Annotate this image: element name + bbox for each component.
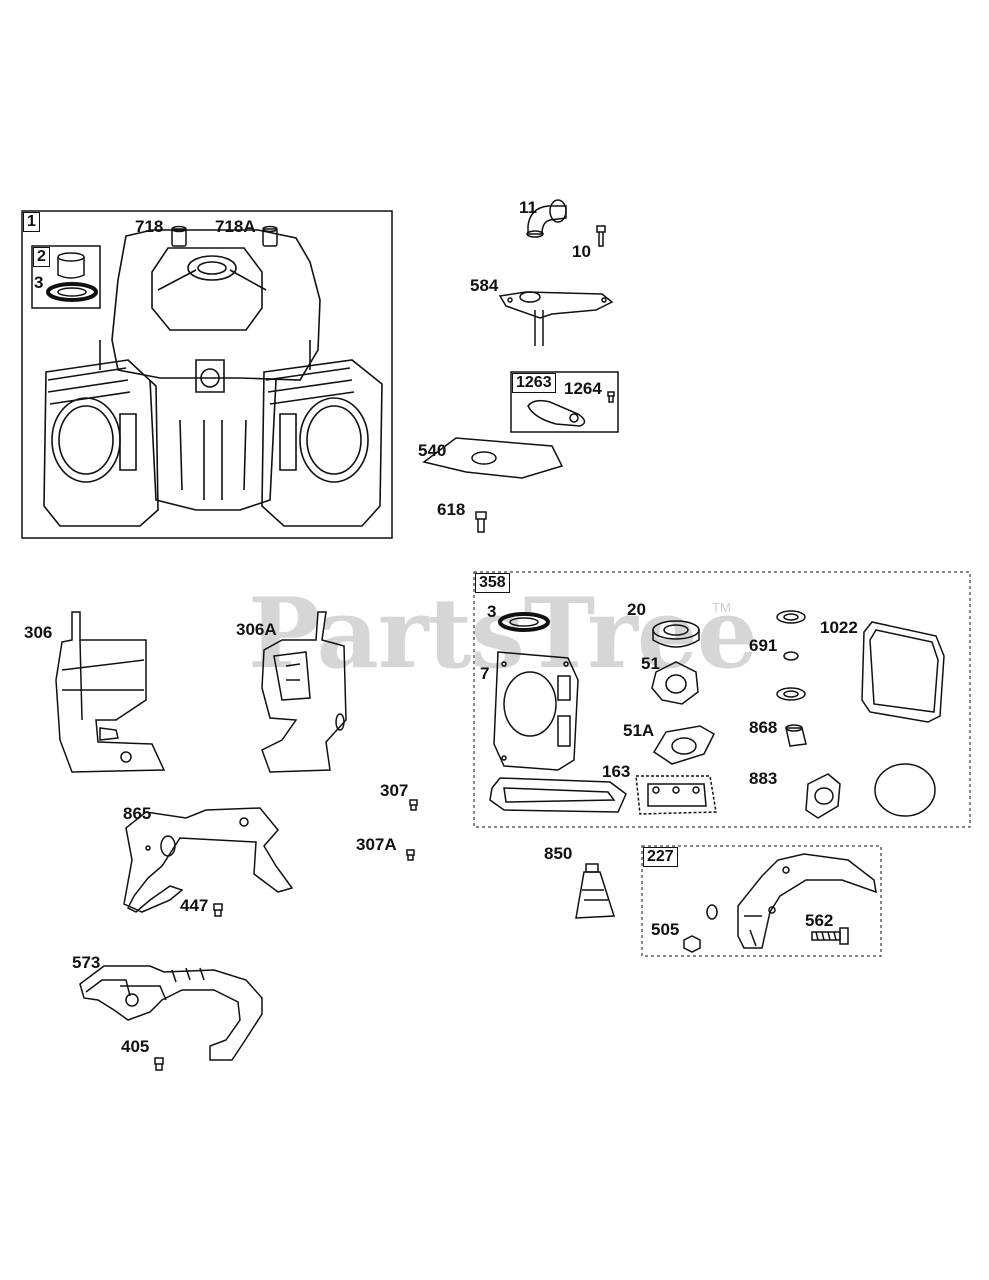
part-718-bushing (171, 225, 187, 247)
part-868-plug (785, 724, 807, 747)
part-3-crank-seal (498, 612, 550, 632)
part-label-10[interactable]: 10 (572, 242, 591, 261)
part-11-breather-tube (526, 199, 567, 238)
part-2-bearing (57, 252, 85, 279)
group-label-1263[interactable]: 1263 (512, 373, 556, 393)
part-850-sealant-tube (575, 863, 616, 919)
part-label-51[interactable]: 51 (641, 654, 660, 673)
part-51A-gasket (652, 725, 715, 765)
group-label-358[interactable]: 358 (475, 573, 510, 593)
group-358-frame (473, 571, 971, 828)
part-label-865[interactable]: 865 (123, 804, 152, 823)
part-227-bracket (737, 853, 877, 949)
part-label-20[interactable]: 20 (627, 600, 646, 619)
part-307-screw (409, 799, 418, 811)
part-label-11[interactable]: 11 (519, 198, 537, 217)
part-447-screw (213, 903, 223, 917)
part-label-883[interactable]: 883 (749, 769, 778, 788)
part-label-3-group358[interactable]: 3 (487, 602, 497, 621)
part-label-306A[interactable]: 306A (236, 620, 277, 639)
part-505-nut (683, 904, 718, 953)
engine-block (43, 229, 383, 527)
part-7-head-gasket (493, 651, 579, 771)
part-163-gasket (635, 775, 717, 815)
part-label-1264[interactable]: 1264 (564, 379, 602, 398)
group-1263-frame (510, 371, 619, 433)
watermark-trademark: TM (712, 600, 731, 615)
part-label-718A[interactable]: 718A (215, 217, 256, 236)
part-306A-shroud (261, 611, 347, 773)
part-618-screw (475, 511, 487, 533)
part-gasket-strip (489, 777, 627, 813)
part-label-3-group2[interactable]: 3 (34, 273, 44, 292)
part-691-washers (776, 610, 806, 701)
part-573-housing (79, 965, 263, 1061)
part-540-gasket (422, 437, 564, 479)
group-1-frame (21, 210, 393, 539)
part-o-ring (874, 763, 936, 817)
group-label-1[interactable]: 1 (23, 212, 40, 232)
part-865-baffle (123, 807, 294, 913)
part-10-screw (596, 225, 606, 247)
part-label-405[interactable]: 405 (121, 1037, 150, 1056)
part-1264-screw (607, 391, 615, 403)
part-label-850[interactable]: 850 (544, 844, 573, 863)
part-label-307A[interactable]: 307A (356, 835, 397, 854)
part-label-51A[interactable]: 51A (623, 721, 655, 740)
part-306-shroud (55, 611, 166, 773)
part-label-447[interactable]: 447 (180, 896, 209, 915)
part-label-306[interactable]: 306 (24, 623, 53, 642)
part-label-573[interactable]: 573 (72, 953, 101, 972)
part-1022-gasket (861, 621, 945, 723)
part-label-584[interactable]: 584 (470, 276, 499, 295)
group-label-227[interactable]: 227 (643, 847, 678, 867)
part-883-gasket (805, 773, 841, 819)
part-20-bearing (652, 620, 700, 648)
part-label-868[interactable]: 868 (749, 718, 778, 737)
part-307A-screw (406, 849, 415, 861)
part-label-691[interactable]: 691 (749, 636, 778, 655)
part-label-718[interactable]: 718 (135, 217, 164, 236)
group-label-2[interactable]: 2 (33, 247, 50, 267)
part-405-screw (154, 1057, 164, 1071)
part-51-gasket (651, 661, 699, 705)
part-718A-bushing (262, 225, 278, 247)
part-3-seal (46, 282, 98, 302)
part-562-screw (811, 927, 849, 945)
part-584-breather-plate (498, 291, 614, 346)
part-label-307[interactable]: 307 (380, 781, 409, 800)
part-label-1022[interactable]: 1022 (820, 618, 858, 637)
group-227-frame (641, 845, 882, 957)
part-label-163[interactable]: 163 (602, 762, 631, 781)
part-label-562[interactable]: 562 (805, 911, 834, 930)
group-2-frame (31, 245, 101, 309)
part-1263-valve (527, 399, 586, 427)
part-label-505[interactable]: 505 (651, 920, 680, 939)
part-label-7[interactable]: 7 (480, 664, 490, 683)
part-label-540[interactable]: 540 (418, 441, 447, 460)
part-label-618[interactable]: 618 (437, 500, 466, 519)
